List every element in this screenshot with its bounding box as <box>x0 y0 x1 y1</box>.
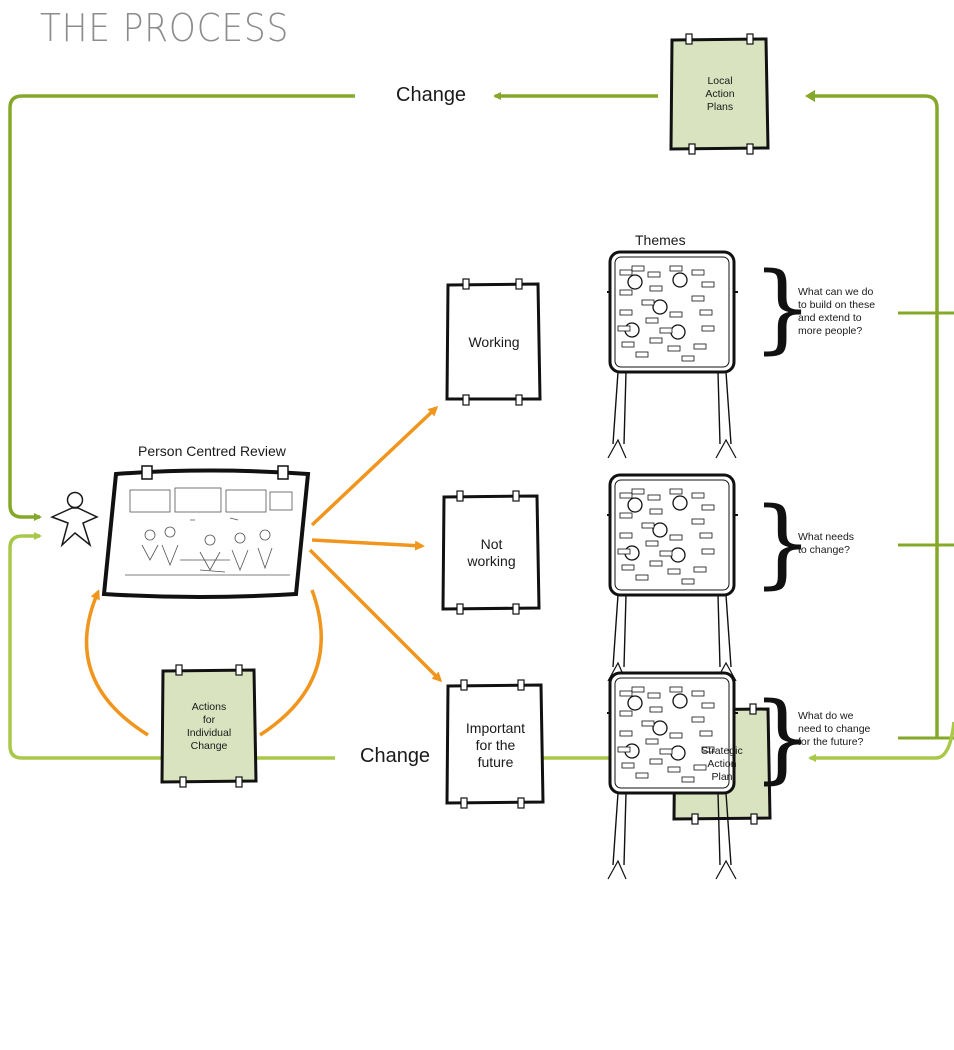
arrow-into-local-plan <box>805 90 815 102</box>
review-label: Person Centred Review <box>138 443 286 459</box>
top-change-label: Change <box>396 84 467 106</box>
important-card: Important for the future <box>465 719 526 770</box>
working-card-frame <box>445 278 542 406</box>
arc-to-review <box>84 589 149 737</box>
flipchart-icon <box>607 250 738 459</box>
top-return-line <box>8 94 355 521</box>
review-drawing-icon <box>101 465 311 599</box>
flipchart-icon <box>607 671 738 880</box>
local-plan-frame <box>669 33 770 155</box>
brace-3: } <box>752 682 814 794</box>
themes-label: Themes <box>635 232 686 248</box>
brace-1: } <box>752 252 814 364</box>
local-action-plans-note: Local Action Plans <box>705 74 735 113</box>
flipchart-icon <box>607 473 738 682</box>
not-working-card-frame <box>441 490 541 615</box>
bottom-change-label: Change <box>360 745 431 767</box>
question-2: What needs to change? <box>798 531 855 556</box>
brace-2: } <box>752 487 814 599</box>
page-title: THE PROCESS <box>40 6 290 50</box>
individual-actions-frame <box>160 664 258 788</box>
right-vertical-line <box>808 94 939 738</box>
arc-from-review <box>259 589 323 737</box>
not-working-card: Not working <box>467 535 516 569</box>
question-3: What do we need to change for the future… <box>798 710 871 748</box>
question-1: What can we do to build on these and ext… <box>798 286 876 337</box>
important-card-frame <box>445 679 545 809</box>
strategic-action-plan-note: Strategic Action Plan <box>701 744 743 783</box>
individual-actions-note: Actions for Individual Change <box>186 701 232 752</box>
person-icon <box>50 491 99 548</box>
arrow-to-important <box>308 548 443 683</box>
bottom-right-line <box>808 721 954 762</box>
bottom-return-line <box>8 532 335 760</box>
arrow-to-not-working <box>311 538 425 551</box>
working-card: Working <box>468 334 520 350</box>
arrow-to-working <box>310 405 439 527</box>
